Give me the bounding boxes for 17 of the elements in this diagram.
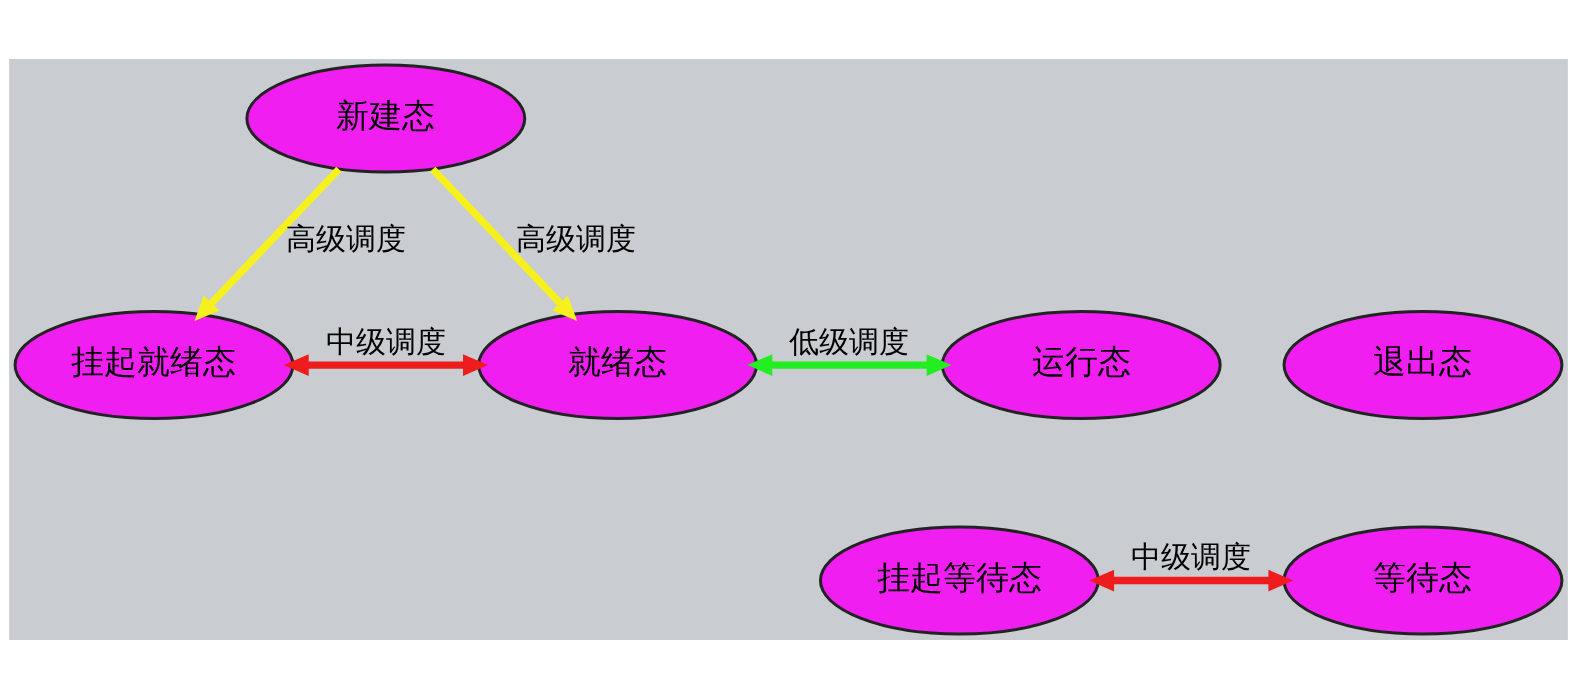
arrow [747, 353, 952, 376]
arrow [430, 166, 578, 321]
node-ellipse: 挂起就绪态 [13, 309, 295, 420]
arrow [194, 166, 342, 321]
node-ellipse: 新建态 [245, 62, 527, 173]
edge-label: 中级调度 [325, 323, 446, 359]
arrow [283, 353, 488, 376]
node-ellipse: 运行态 [940, 309, 1222, 420]
edge-label: 高级调度 [285, 220, 406, 256]
node-ellipse: 挂起等待态 [818, 525, 1100, 636]
edge-label: 高级调度 [516, 220, 637, 256]
edge-label: 中级调度 [1131, 538, 1252, 574]
node-ellipse: 等待态 [1282, 525, 1564, 636]
arrow [1089, 569, 1294, 591]
node-ellipse: 退出态 [1282, 309, 1564, 420]
node-ellipse: 就绪态 [477, 309, 759, 420]
edge-label: 低级调度 [789, 323, 910, 359]
